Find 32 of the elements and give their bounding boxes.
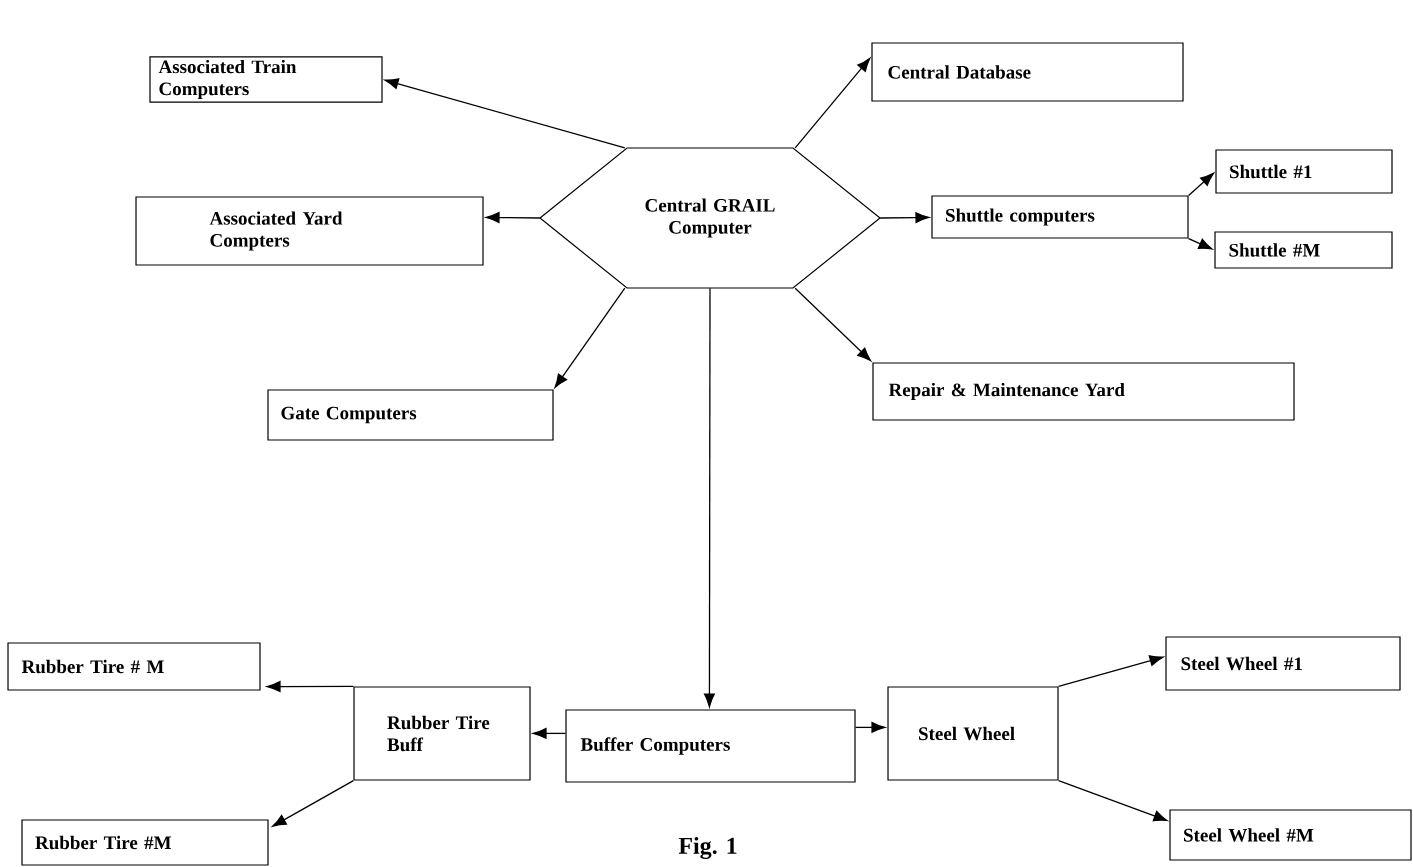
arrow bbox=[854, 721, 886, 733]
process-box: Shuttle computers bbox=[931, 195, 1189, 239]
arrow bbox=[703, 287, 715, 708]
process-box: Repair & Maintenance Yard bbox=[872, 362, 1295, 421]
caption: Fig. 1 bbox=[678, 837, 737, 859]
process-box: Rubber Tire #M bbox=[21, 819, 269, 866]
arrow bbox=[1057, 779, 1168, 822]
process-box: Associated Train Computers bbox=[149, 56, 383, 103]
arrow bbox=[794, 287, 872, 362]
process-box: Associated Yard Compters bbox=[135, 196, 484, 266]
arrow bbox=[879, 212, 930, 224]
process-box: Gate Computers bbox=[267, 389, 554, 441]
arrow bbox=[266, 681, 355, 693]
arrow bbox=[1187, 237, 1213, 250]
arrow bbox=[384, 78, 626, 149]
process-box: Rubber Tire Buff bbox=[353, 686, 531, 781]
process-box: Steel Wheel #1 bbox=[1165, 636, 1401, 691]
process-box: Steel Wheel bbox=[887, 686, 1059, 781]
arrow bbox=[554, 287, 626, 388]
process-box: Shuttle #M bbox=[1214, 231, 1393, 269]
process-box: Rubber Tire # M bbox=[7, 642, 261, 691]
arrow bbox=[1057, 655, 1164, 688]
hexagon-node: Central GRAIL Computer bbox=[539, 147, 881, 289]
arrow bbox=[794, 57, 871, 149]
process-box: Steel Wheel #M bbox=[1169, 809, 1412, 861]
process-box: Central Database bbox=[871, 42, 1184, 102]
arrow bbox=[1187, 172, 1215, 197]
arrow bbox=[532, 727, 567, 739]
process-box: Shuttle #1 bbox=[1215, 149, 1393, 194]
arrow bbox=[272, 779, 355, 827]
process-box: Buffer Computers bbox=[565, 709, 856, 783]
arrow bbox=[485, 212, 541, 224]
